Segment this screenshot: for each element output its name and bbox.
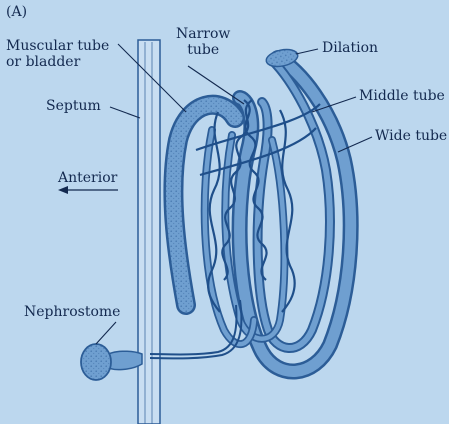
label-middle-tube: Middle tube: [359, 88, 445, 104]
label-muscular-tube-line: or bladder: [6, 54, 80, 70]
label-dilation: Dilation: [322, 40, 378, 56]
anterior-arrow: [58, 186, 118, 194]
panel-label: (A): [6, 4, 27, 20]
label-narrow-tube-line: Narrow: [176, 26, 230, 42]
label-nephrostome: Nephrostome: [24, 304, 120, 320]
label-septum: Septum: [46, 98, 101, 114]
label-muscular-tube-line: Muscular tube: [6, 38, 109, 54]
nephrostome: [81, 344, 142, 380]
septum-wall: [138, 40, 160, 424]
label-wide-tube: Wide tube: [375, 128, 447, 144]
label-narrow-tube-line: tube: [187, 42, 219, 58]
label-anterior: Anterior: [58, 170, 117, 186]
